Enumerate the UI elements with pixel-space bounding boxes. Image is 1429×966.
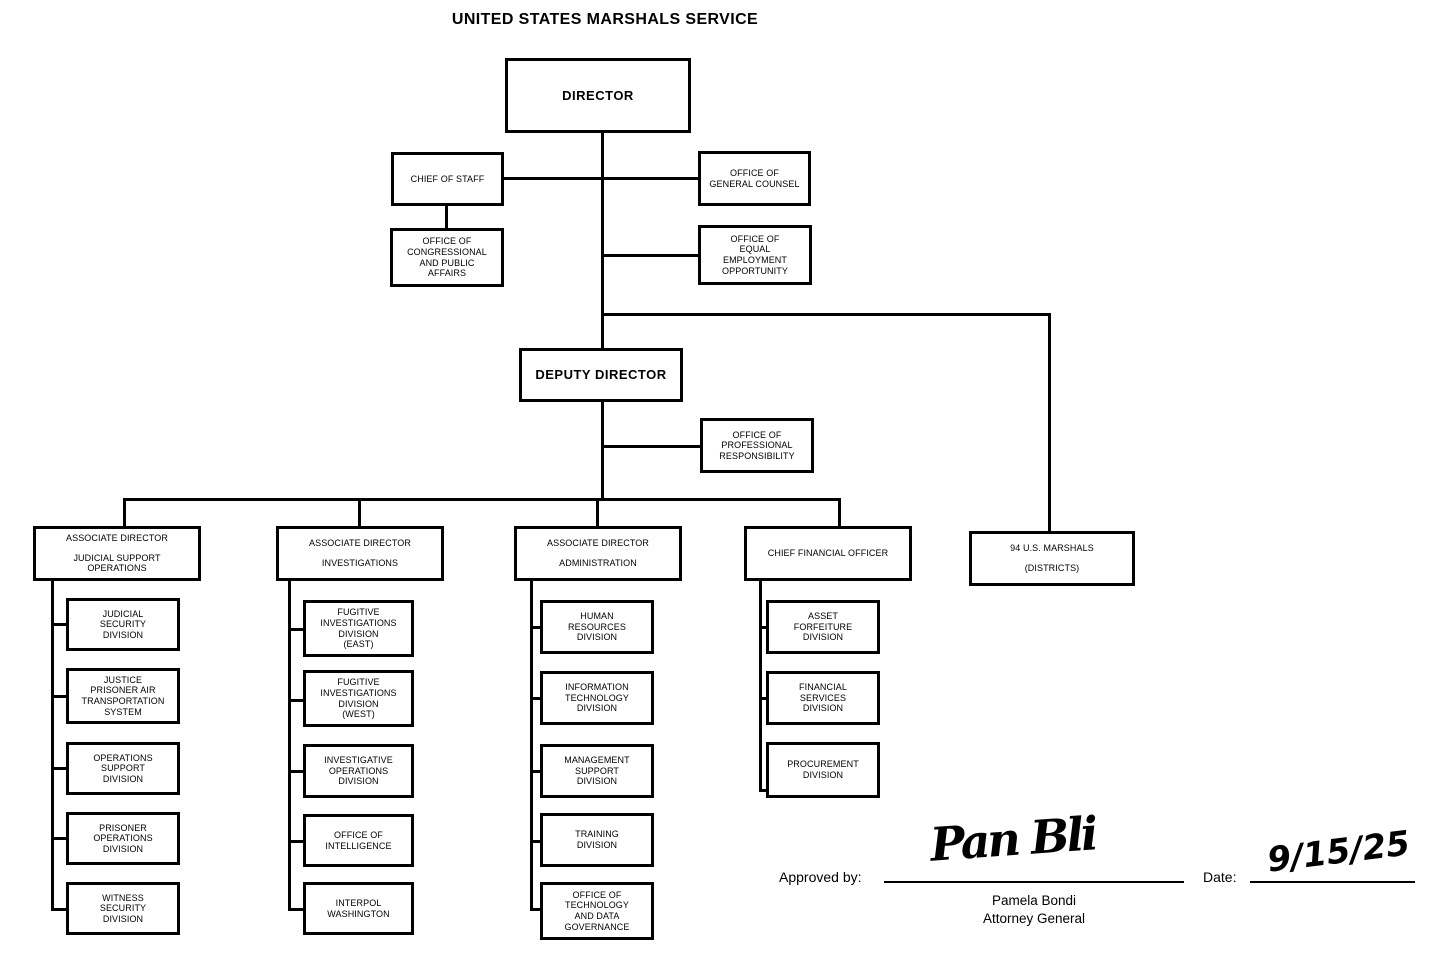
node-information-technology-division[interactable]: INFORMATION TECHNOLOGY DIVISION: [540, 671, 654, 725]
connector-director-trunk: [601, 133, 604, 348]
connector-stub-investigations-5: [288, 908, 305, 911]
node-operations-support-division[interactable]: OPERATIONS SUPPORT DIVISION: [66, 742, 180, 795]
node-office-equal-employment-opportunity[interactable]: OFFICE OF EQUAL EMPLOYMENT OPPORTUNITY: [698, 225, 812, 285]
connector-deputy-trunk: [601, 402, 604, 500]
signature-line: [884, 881, 1184, 883]
node-associate-director-administration[interactable]: ASSOCIATE DIRECTOR ADMINISTRATION: [514, 526, 682, 581]
connector-stub-judicial-3: [51, 767, 68, 770]
node-chief-of-staff[interactable]: CHIEF OF STAFF: [391, 152, 504, 206]
connector-stub-administration-4: [530, 840, 547, 843]
connector-drop-cfo: [838, 498, 841, 528]
node-fugitive-investigations-division-west[interactable]: FUGITIVE INVESTIGATIONS DIVISION (WEST): [303, 670, 414, 727]
node-office-general-counsel[interactable]: OFFICE OF GENERAL COUNSEL: [698, 151, 811, 206]
node-management-support-division[interactable]: MANAGEMENT SUPPORT DIVISION: [540, 744, 654, 798]
date-handwritten-value: 9/15/25: [1265, 823, 1413, 881]
node-associate-director-judicial-support-operations[interactable]: ASSOCIATE DIRECTOR JUDICIAL SUPPORT OPER…: [33, 526, 201, 581]
connector-stub-investigations-3: [288, 770, 305, 773]
node-asset-forfeiture-division[interactable]: ASSET FORFEITURE DIVISION: [766, 600, 880, 654]
connector-drop-administration: [596, 498, 599, 528]
node-chief-of-staff-label: CHIEF OF STAFF: [410, 173, 485, 184]
connector-cos-to-ogc: [502, 177, 700, 180]
page-title: UNITED STATES MARSHALS SERVICE: [451, 11, 759, 28]
connector-trunk-to-marshals-bus: [601, 313, 1051, 316]
connector-stub-judicial-2: [51, 695, 68, 698]
signature-mark: Pan Bli: [928, 806, 1098, 872]
connector-stub-judicial-1: [51, 623, 68, 626]
node-witness-security-division[interactable]: WITNESS SECURITY DIVISION: [66, 882, 180, 935]
node-interpol-washington[interactable]: INTERPOL WASHINGTON: [303, 882, 414, 935]
date-label: Date:: [1203, 869, 1237, 885]
connector-column-investigations-trunk: [288, 581, 291, 911]
connector-stub-investigations-4: [288, 840, 305, 843]
node-human-resources-division[interactable]: HUMAN RESOURCES DIVISION: [540, 600, 654, 654]
node-training-division[interactable]: TRAINING DIVISION: [540, 813, 654, 867]
connector-cos-to-ocpa: [445, 204, 448, 230]
connector-trunk-to-oeeo: [604, 254, 700, 257]
connector-column-financial-trunk: [759, 581, 762, 792]
node-office-of-intelligence[interactable]: OFFICE OF INTELLIGENCE: [303, 814, 414, 867]
connector-stub-administration-2: [530, 697, 547, 700]
connector-stub-judicial-5: [51, 908, 68, 911]
connector-deputy-to-opr: [604, 445, 702, 448]
node-associate-director-investigations[interactable]: ASSOCIATE DIRECTOR INVESTIGATIONS: [276, 526, 444, 581]
connector-marshals-drop: [1048, 313, 1051, 533]
node-deputy-director-label: DEPUTY DIRECTOR: [535, 367, 667, 383]
connector-stub-judicial-4: [51, 837, 68, 840]
connector-stub-investigations-2: [288, 699, 305, 702]
signer-name: Pamela Bondi: [991, 893, 1077, 908]
connector-stub-investigations-1: [288, 628, 305, 631]
connector-stub-administration-1: [530, 626, 547, 629]
signer-title: Attorney General: [982, 911, 1086, 926]
node-justice-prisoner-air-transportation-system[interactable]: JUSTICE PRISONER AIR TRANSPORTATION SYST…: [66, 668, 180, 724]
node-investigative-operations-division[interactable]: INVESTIGATIVE OPERATIONS DIVISION: [303, 744, 414, 798]
node-director-label: DIRECTOR: [562, 87, 634, 103]
node-director[interactable]: DIRECTOR: [505, 58, 691, 133]
node-prisoner-operations-division[interactable]: PRISONER OPERATIONS DIVISION: [66, 812, 180, 865]
connector-tier3-bus: [123, 498, 841, 501]
node-procurement-division[interactable]: PROCUREMENT DIVISION: [766, 742, 880, 798]
node-deputy-director[interactable]: DEPUTY DIRECTOR: [519, 348, 683, 402]
approved-by-label: Approved by:: [779, 869, 862, 885]
connector-column-administration-trunk: [530, 581, 533, 911]
node-office-professional-responsibility[interactable]: OFFICE OF PROFESSIONAL RESPONSIBILITY: [700, 418, 814, 473]
connector-stub-administration-3: [530, 770, 547, 773]
node-financial-services-division[interactable]: FINANCIAL SERVICES DIVISION: [766, 671, 880, 725]
node-office-congressional-public-affairs[interactable]: OFFICE OF CONGRESSIONAL AND PUBLIC AFFAI…: [390, 228, 504, 287]
node-chief-financial-officer[interactable]: CHIEF FINANCIAL OFFICER: [744, 526, 912, 581]
node-94-us-marshals-districts[interactable]: 94 U.S. MARSHALS (DISTRICTS): [969, 531, 1135, 586]
node-fugitive-investigations-division-east[interactable]: FUGITIVE INVESTIGATIONS DIVISION (EAST): [303, 600, 414, 657]
date-line: [1250, 881, 1415, 883]
connector-stub-administration-5: [530, 908, 547, 911]
node-office-of-technology-and-data-governance[interactable]: OFFICE OF TECHNOLOGY AND DATA GOVERNANCE: [540, 882, 654, 940]
connector-column-judicial-trunk: [51, 581, 54, 911]
connector-drop-judicial: [123, 498, 126, 528]
connector-drop-investigations: [358, 498, 361, 528]
node-judicial-security-division[interactable]: JUDICIAL SECURITY DIVISION: [66, 598, 180, 651]
